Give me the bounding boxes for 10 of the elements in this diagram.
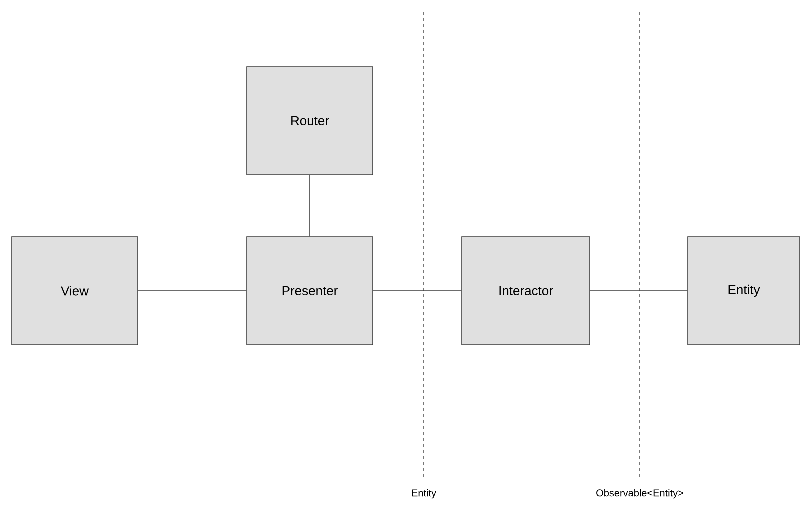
component-box: Presenter (246, 236, 374, 346)
component-box: View (12, 236, 138, 346)
separator-label: Entity (412, 489, 436, 499)
connector-line (590, 290, 688, 292)
component-box: Entity (688, 236, 800, 346)
separator-label: Observable<Entity> (596, 489, 684, 499)
component-box: Interactor (462, 236, 590, 346)
connector-line (373, 290, 462, 292)
component-box: Router (246, 66, 374, 176)
connector-line (138, 290, 247, 292)
